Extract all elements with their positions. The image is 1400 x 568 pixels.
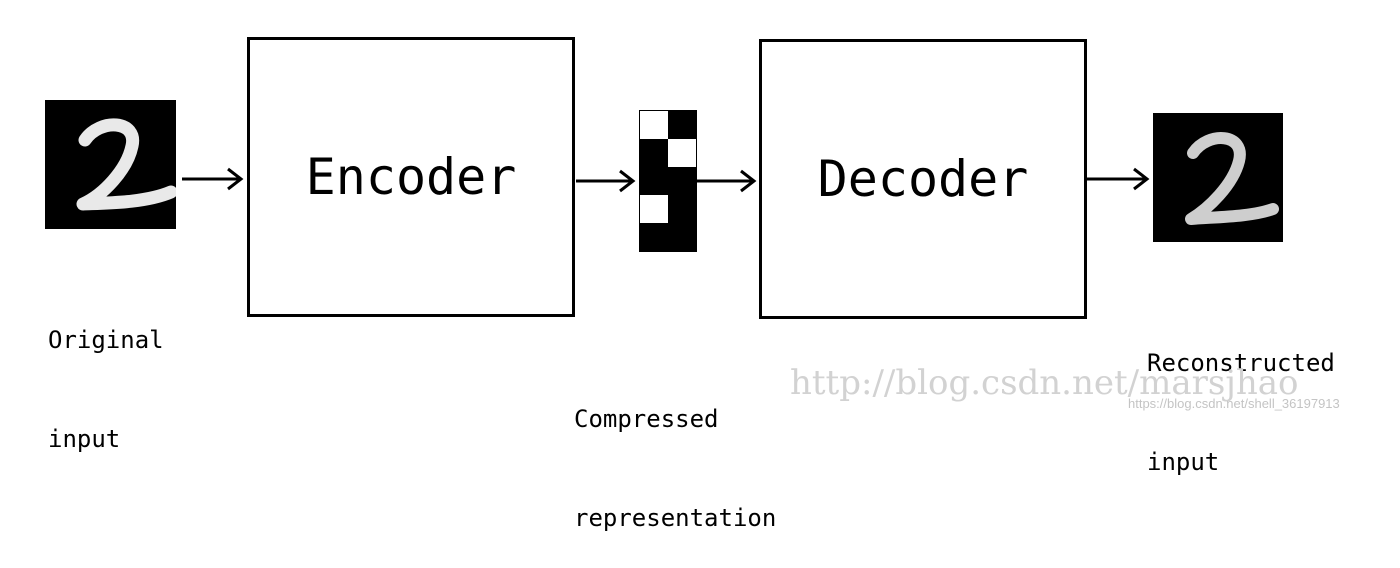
- caption-line: input: [1147, 448, 1220, 476]
- arrow-icon: [1087, 167, 1150, 191]
- caption-line: Reconstructed: [1147, 349, 1335, 377]
- compressed-code-grid: [639, 110, 697, 252]
- code-cell: [640, 167, 668, 195]
- encoder-label: Encoder: [305, 148, 517, 206]
- code-cell: [640, 139, 668, 167]
- code-cell: [668, 223, 696, 251]
- digit-two-icon: [1185, 132, 1279, 225]
- arrow-icon: [697, 169, 757, 193]
- code-cell: [640, 223, 668, 251]
- caption-line: input: [48, 425, 121, 453]
- watermark-text: http://blog.csdn.net/marsjhao: [790, 363, 1299, 403]
- code-cell: [640, 195, 668, 223]
- original-input-caption: Original input: [48, 258, 164, 489]
- watermark-small-text: https://blog.csdn.net/shell_36197913: [1128, 396, 1340, 411]
- encoder-block: Encoder: [247, 37, 575, 317]
- arrow-icon: [576, 169, 636, 193]
- decoder-block: Decoder: [759, 39, 1087, 319]
- code-cell: [668, 195, 696, 223]
- compressed-representation-caption: Compressed representation: [574, 337, 776, 568]
- reconstructed-input-image: [1153, 113, 1283, 242]
- arrow-icon: [182, 167, 244, 191]
- caption-line: Original: [48, 326, 164, 354]
- original-input-image: [45, 100, 178, 229]
- digit-two-icon: [76, 118, 178, 211]
- code-cell: [668, 167, 696, 195]
- code-cell: [668, 139, 696, 167]
- code-cell: [668, 111, 696, 139]
- decoder-label: Decoder: [817, 150, 1029, 208]
- caption-line: representation: [574, 504, 777, 532]
- code-cell: [640, 111, 668, 139]
